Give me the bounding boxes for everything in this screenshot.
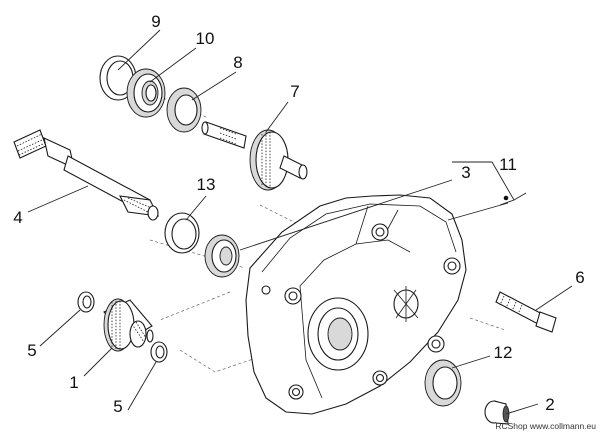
callout-13: 13 — [197, 175, 216, 194]
part-13-seal-ring — [164, 212, 200, 254]
callout-numbers: 9 10 8 7 11 3 13 4 6 5 5 1 12 2 — [13, 12, 584, 416]
part-12-oil-seal — [424, 359, 462, 407]
part-10-bearing — [126, 68, 166, 118]
callout-8: 8 — [233, 53, 242, 72]
callout-9: 9 — [151, 12, 160, 31]
bracket-dot-icon — [503, 195, 509, 201]
callout-5-upper: 5 — [27, 341, 36, 360]
part-7-gear-shaft — [201, 121, 308, 191]
part-8-washer — [166, 87, 202, 133]
part-1-pinion-gear — [103, 298, 154, 352]
callout-2: 2 — [545, 395, 554, 414]
callout-5-lower: 5 — [113, 397, 122, 416]
part-3-bearing — [204, 234, 240, 278]
callout-12: 12 — [494, 343, 513, 362]
callout-3: 3 — [461, 163, 470, 182]
callout-7: 7 — [290, 82, 299, 101]
callout-10: 10 — [196, 29, 215, 48]
part-5-washer-upper — [77, 291, 95, 313]
part-6-bolt — [495, 291, 557, 333]
callout-11: 11 — [499, 155, 517, 174]
part-4-drive-shaft — [13, 129, 159, 221]
callout-6: 6 — [575, 268, 584, 287]
shop-watermark: RCShop www.collmann.eu — [495, 421, 596, 431]
callout-4: 4 — [13, 208, 22, 227]
leader-lines — [27, 29, 573, 415]
part-5-washer-lower — [150, 341, 168, 363]
callout-1: 1 — [69, 373, 78, 392]
part-11-gearbox-housing — [245, 194, 467, 415]
